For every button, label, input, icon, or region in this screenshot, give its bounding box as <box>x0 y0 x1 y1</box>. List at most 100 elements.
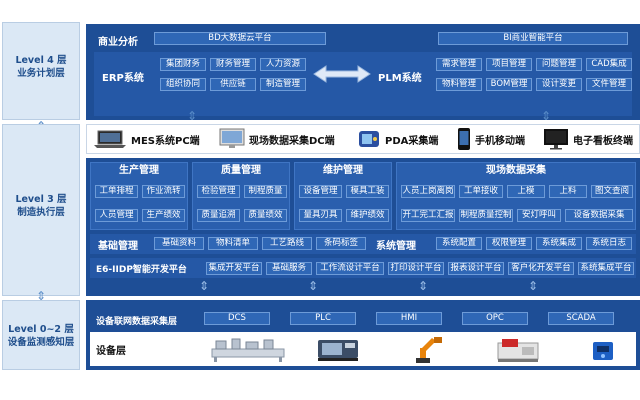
cnc-machine-icon <box>318 340 358 361</box>
level-3-line2: 制造执行层 <box>17 207 65 218</box>
up-down-arrow-icon: ⇕ <box>186 109 198 123</box>
dev-platform-label: E6-IIDP智能开发平台 <box>96 265 187 275</box>
maintenance-title: 维护管理 <box>323 165 363 176</box>
dev-platform-item: 客户化开发平台 <box>508 262 574 275</box>
datacollect-group: 现场数据采集 人员上岗离岗 工单接收 上模 上料 图文查阅 开工完工汇报 制程质… <box>396 162 636 230</box>
datacollect-item: 图文查阅 <box>591 185 633 198</box>
quality-group: 质量管理 检验管理 制程质量 质量追溯 质量绩效 <box>192 162 290 230</box>
datacollect-item: 人员上岗离岗 <box>401 185 455 198</box>
maintenance-item: 维护绩效 <box>346 209 389 222</box>
up-down-arrow-icon: ⇕ <box>198 279 210 293</box>
quality-item: 制程质量 <box>244 185 287 198</box>
bi-platform: BI商业智能平台 <box>438 32 628 45</box>
level-4-box: Level 4 层 业务计划层 <box>2 22 80 120</box>
dev-platform-item: 基础服务 <box>266 262 312 275</box>
laptop-icon <box>94 130 126 148</box>
display-screen-icon <box>544 129 568 150</box>
monitor-icon <box>219 128 245 148</box>
plm-item: 问题管理 <box>536 58 582 71</box>
base-item: 条码标签 <box>316 237 366 250</box>
erp-item: 集团财务 <box>160 58 206 71</box>
datacollect-title: 现场数据采集 <box>486 165 546 176</box>
datacollect-item: 制程质量控制 <box>459 209 513 222</box>
level-3-box: Level 3 层 制造执行层 <box>2 124 80 296</box>
plm-item: BOM管理 <box>486 78 532 91</box>
datacollect-item: 设备数据采集 <box>565 209 633 222</box>
base-label: 基础管理 <box>98 241 138 252</box>
client-pda-label: PDA采集端 <box>385 135 439 147</box>
iot-item: DCS <box>204 312 270 325</box>
production-title: 生产管理 <box>119 165 159 176</box>
production-item: 工单排程 <box>95 185 138 198</box>
datacollect-item: 开工完工汇报 <box>401 209 455 222</box>
level-3-line1: Level 3 层 <box>15 194 67 205</box>
production-item: 人员管理 <box>95 209 138 222</box>
client-mobile: 手机移动端 <box>457 125 525 153</box>
quality-item: 质量追溯 <box>197 209 240 222</box>
level-0-2-line2: 设备监测感知层 <box>7 337 75 348</box>
plm-item: 项目管理 <box>486 58 532 71</box>
system-mgmt-item: 系统日志 <box>586 237 632 250</box>
business-analysis-label: 商业分析 <box>98 37 138 48</box>
production-item: 生产绩效 <box>142 209 185 222</box>
robot-arm-icon <box>416 337 442 363</box>
device-layer-row: 设备层 <box>90 332 636 366</box>
dev-platform-item: 系统集成平台 <box>578 262 634 275</box>
erp-item: 组织协同 <box>160 78 206 91</box>
client-board: 电子看板终端 <box>543 125 633 153</box>
erp-item: 财务管理 <box>210 58 256 71</box>
business-planning-panel: 商业分析 BD大数据云平台 BI商业智能平台 ERP系统 集团财务 财务管理 人… <box>86 24 640 120</box>
client-dc: 现场数据采集DC端 <box>219 125 335 153</box>
bd-cloud-platform: BD大数据云平台 <box>154 32 326 45</box>
quality-item: 检验管理 <box>197 185 240 198</box>
dev-platform-item: 报表设计平台 <box>448 262 504 275</box>
maintenance-item: 模具工装 <box>346 185 389 198</box>
client-board-label: 电子看板终端 <box>573 135 633 147</box>
iot-item: PLC <box>290 312 356 325</box>
system-mgmt-item: 系统集成 <box>536 237 582 250</box>
erp-label: ERP系统 <box>102 73 144 84</box>
dev-platform-item: 打印设计平台 <box>388 262 444 275</box>
plm-item: 需求管理 <box>436 58 482 71</box>
system-mgmt-label: 系统管理 <box>376 241 416 252</box>
base-item: 工艺路线 <box>262 237 312 250</box>
plm-label: PLM系统 <box>378 73 422 84</box>
industrial-machine-icon <box>497 339 539 362</box>
base-item: 基础资料 <box>154 237 204 250</box>
client-dc-label: 现场数据采集DC端 <box>249 135 335 147</box>
erp-item: 人力资源 <box>260 58 306 71</box>
mobile-phone-icon <box>458 128 470 150</box>
quality-item: 质量绩效 <box>244 209 287 222</box>
plm-item: 物料管理 <box>436 78 482 91</box>
up-down-arrow-icon: ⇕ <box>307 279 319 293</box>
pda-icon <box>359 131 379 147</box>
dev-platform-item: 集成开发平台 <box>206 262 262 275</box>
production-line-icon <box>211 338 285 362</box>
up-down-arrow-icon: ⇕ <box>540 109 552 123</box>
production-item: 作业流转 <box>142 185 185 198</box>
dev-platform-item: 工作流设计平台 <box>316 262 384 275</box>
maintenance-group: 维护管理 设备管理 模具工装 量具刃具 维护绩效 <box>294 162 392 230</box>
device-layer-label: 设备层 <box>96 346 126 357</box>
maintenance-item: 量具刃具 <box>299 209 342 222</box>
client-pc: MES系统PC端 <box>93 125 200 153</box>
erp-item: 供应链 <box>210 78 256 91</box>
client-terminals-row: MES系统PC端 现场数据采集DC端 PDA采集端 手机移动端 电子看板终端 <box>86 124 640 154</box>
system-mgmt-item: 系统配置 <box>436 237 482 250</box>
level-0-2-line1: Level 0~2 层 <box>8 324 74 335</box>
up-down-arrow-icon: ⇕ <box>417 279 429 293</box>
iot-item: HMI <box>376 312 442 325</box>
quality-title: 质量管理 <box>221 165 261 176</box>
client-pc-label: MES系统PC端 <box>131 135 200 147</box>
iot-item: OPC <box>462 312 528 325</box>
maintenance-item: 设备管理 <box>299 185 342 198</box>
client-pda: PDA采集端 <box>357 125 438 153</box>
bidirectional-arrow-icon <box>313 65 371 83</box>
execution-panel: 生产管理 工单排程 作业流转 人员管理 生产绩效 质量管理 检验管理 制程质量 … <box>86 158 640 296</box>
level-0-2-box: Level 0~2 层 设备监测感知层 <box>2 300 80 370</box>
client-mobile-label: 手机移动端 <box>475 135 525 147</box>
datacollect-item: 安灯呼叫 <box>517 209 561 222</box>
up-down-arrow-icon: ⇕ <box>527 279 539 293</box>
plm-item: 设计变更 <box>536 78 582 91</box>
level-4-line1: Level 4 层 <box>15 55 67 66</box>
